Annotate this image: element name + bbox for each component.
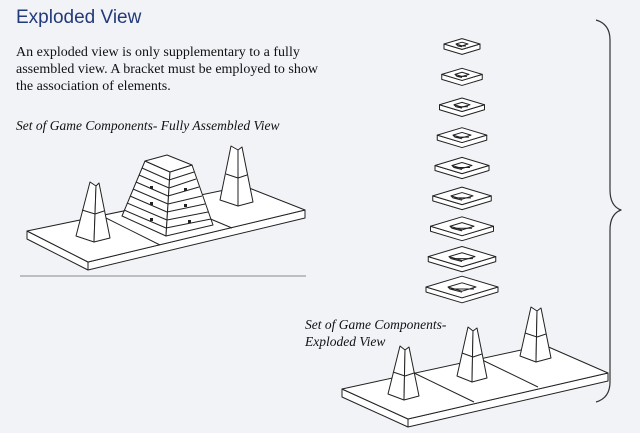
exploded-pawn-1-band bbox=[392, 371, 415, 377]
assembled-pyramid-tiers bbox=[123, 167, 212, 229]
exploded-tier bbox=[443, 38, 481, 55]
exploded-tier bbox=[425, 275, 499, 304]
caption-exploded-view: Set of Game Components- Exploded View bbox=[305, 316, 475, 350]
exploded-tier-hole bbox=[448, 252, 476, 262]
assembled-pyramid-slots bbox=[150, 186, 191, 223]
assembled-pawn-back-band bbox=[225, 173, 248, 179]
exploded-base bbox=[341, 306, 609, 428]
assembled-pawn-right-face bbox=[93, 182, 111, 243]
exploded-pawn-3-band bbox=[524, 332, 547, 338]
intro-paragraph: An exploded view is only supplementary t… bbox=[16, 45, 318, 94]
exploded-pawn-2-band bbox=[461, 352, 483, 358]
assembled-pyramid-top bbox=[144, 154, 193, 173]
exploded-tier-hole-wall bbox=[450, 195, 471, 201]
exploded-tier bbox=[436, 127, 488, 149]
exploded-tier-hole bbox=[455, 41, 469, 47]
assembled-pawn-back-left-face bbox=[219, 145, 239, 207]
grouping-bracket bbox=[595, 19, 622, 403]
exploded-tier-hole-wall bbox=[451, 165, 470, 170]
slide-title: Exploded View bbox=[16, 7, 142, 28]
exploded-tier-hole-wall bbox=[447, 286, 474, 293]
exploded-tier-hole-wall bbox=[455, 43, 466, 48]
exploded-tier bbox=[439, 97, 485, 117]
assembled-pawn-back-right-face bbox=[237, 146, 254, 207]
exploded-tier bbox=[432, 186, 492, 211]
exploded-tier-hole-wall bbox=[449, 225, 472, 232]
assembled-pawn-band bbox=[81, 209, 105, 215]
caption-exploded-line2: Exploded View bbox=[305, 334, 386, 349]
assembled-pawn-left-face bbox=[75, 181, 97, 243]
exploded-tier bbox=[427, 246, 497, 273]
exploded-tier-stack bbox=[425, 38, 499, 304]
exploded-tier bbox=[430, 216, 494, 242]
exploded-tier-hole-wall bbox=[453, 104, 468, 109]
exploded-tier bbox=[434, 156, 490, 180]
exploded-board-dividers bbox=[411, 356, 539, 403]
caption-exploded-line1: Set of Game Components- bbox=[305, 317, 447, 332]
exploded-tier-hole-wall bbox=[454, 74, 467, 78]
caption-assembled-view: Set of Game Components- Fully Assembled … bbox=[16, 118, 280, 133]
assembled-view bbox=[20, 145, 306, 277]
exploded-tier bbox=[441, 67, 483, 86]
exploded-tier-hole-wall bbox=[448, 256, 473, 263]
exploded-tier-hole-wall bbox=[452, 134, 469, 140]
exploded-tier-hole bbox=[454, 71, 470, 77]
